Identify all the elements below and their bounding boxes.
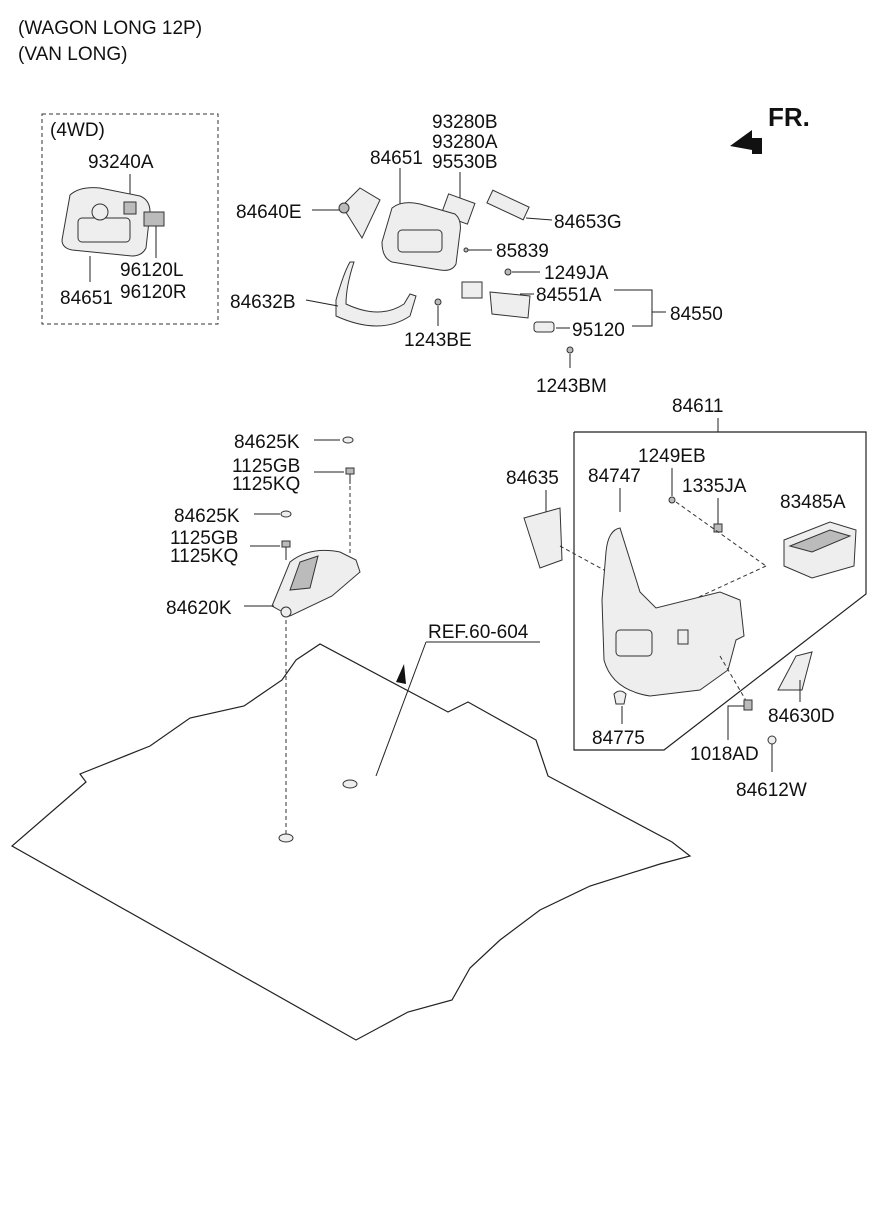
label-84551A: 84551A	[536, 285, 602, 306]
inset-switch-right	[143, 211, 165, 227]
model-header-line1: (WAGON LONG 12P)	[18, 18, 202, 39]
inset-4wd-box	[41, 113, 219, 325]
label-84651: 84651	[370, 148, 423, 169]
label-1249EB: 1249EB	[638, 446, 706, 467]
floor-mat	[10, 643, 692, 1041]
label-84653G: 84653G	[554, 212, 622, 233]
label-84611: 84611	[672, 396, 723, 417]
label-84632B: 84632B	[230, 292, 296, 313]
label-95530B: 95530B	[432, 152, 498, 173]
storage-tray-83485A	[783, 521, 857, 579]
label-1243BM: 1243BM	[536, 376, 607, 397]
inset-console-bezel	[61, 187, 151, 257]
label-84640E: 84640E	[236, 202, 302, 223]
rear-console-84611	[601, 527, 745, 697]
model-header-line2: (VAN LONG)	[18, 44, 127, 65]
label-93280B: 93280B	[432, 112, 498, 133]
clip-84775	[613, 690, 627, 705]
label-1335JA: 1335JA	[682, 476, 747, 497]
cover-84640E	[338, 187, 381, 240]
label-1018AD: 1018AD	[690, 744, 759, 765]
label-84630D: 84630D	[768, 706, 835, 727]
screw-1018AD	[743, 699, 753, 711]
cap-84612W	[767, 735, 777, 745]
connector-95120	[533, 321, 555, 333]
label-84612W: 84612W	[736, 780, 807, 801]
label-93280A: 93280A	[432, 132, 498, 153]
side-panel-84635	[523, 507, 563, 569]
direction-label: FR.	[768, 102, 810, 132]
label-84625K-a: 84625K	[234, 432, 300, 453]
label-1125KQ-b: 1125KQ	[170, 546, 238, 567]
trim-84632B	[335, 261, 417, 327]
console-bezel-84651	[381, 202, 461, 271]
label-1249JA: 1249JA	[544, 263, 609, 284]
label-83485A: 83485A	[780, 492, 846, 513]
label-84550: 84550	[670, 304, 723, 325]
label-1125GB-b: 1125GB	[170, 528, 238, 549]
label-84747: 84747	[588, 466, 641, 487]
label-95120: 95120	[572, 320, 625, 341]
label-85839: 85839	[496, 241, 549, 262]
label-1243BE: 1243BE	[404, 330, 472, 351]
label-84635: 84635	[506, 468, 559, 489]
label-84620K: 84620K	[166, 598, 232, 619]
cover-84630D	[777, 651, 813, 691]
label-1125GB-a: 1125GB	[232, 456, 300, 477]
label-96120L: 96120L	[120, 260, 183, 281]
shift-boot-cover-84620K	[271, 549, 361, 618]
inset-switch-left	[123, 201, 137, 215]
arrow-forward-icon	[730, 130, 762, 154]
label-84625K-b: 84625K	[174, 506, 240, 527]
label-84651-inset: 84651	[60, 288, 113, 309]
label-1125KQ-a: 1125KQ	[232, 474, 300, 495]
label-93240A: 93240A	[88, 152, 154, 173]
bracket-84653G	[486, 189, 530, 221]
label-96120R: 96120R	[120, 282, 187, 303]
label-84775: 84775	[592, 728, 645, 749]
console-box-84550	[461, 281, 531, 319]
inset-title: (4WD)	[50, 120, 105, 141]
reference-label: REF.60-604	[428, 622, 529, 643]
rear-console-group-box	[573, 431, 867, 751]
